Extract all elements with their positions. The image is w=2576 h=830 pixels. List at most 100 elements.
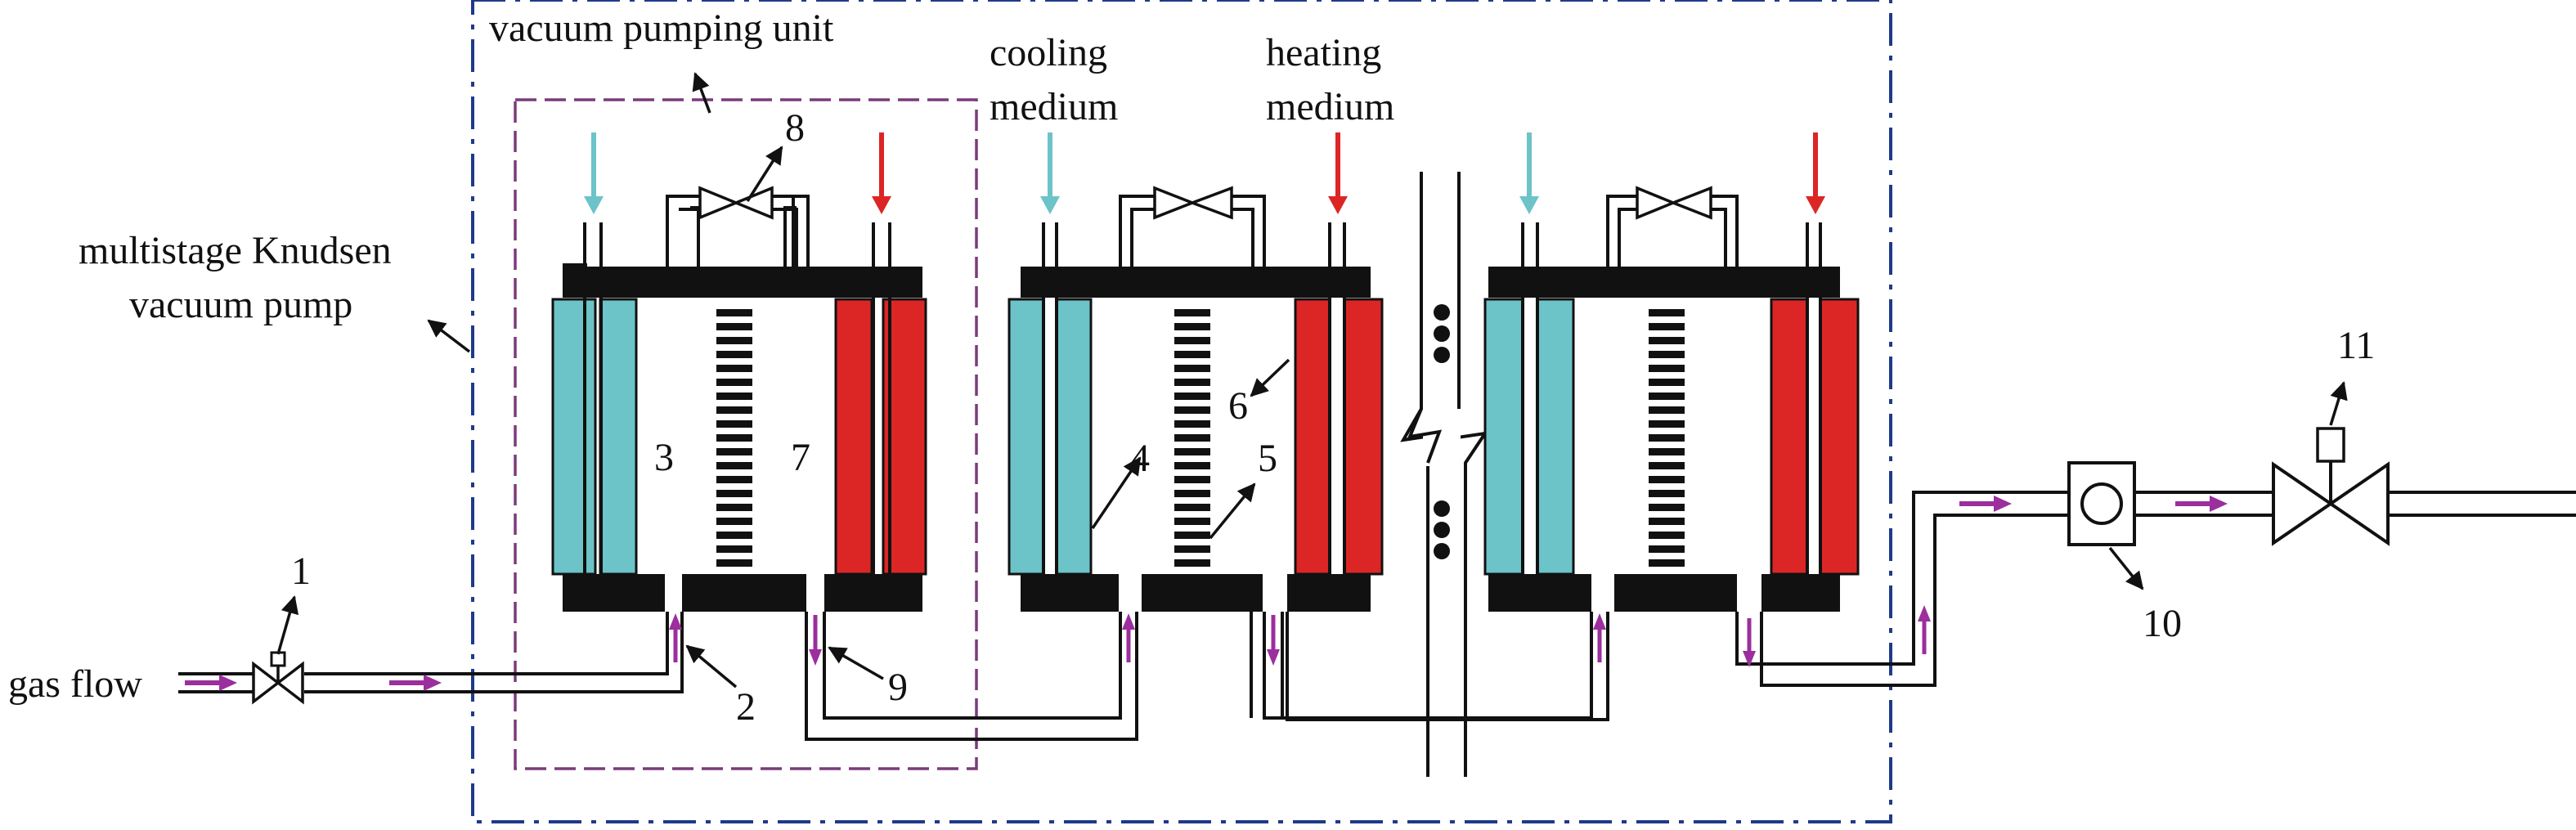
heating-jacket-outer <box>1343 298 1384 576</box>
membrane-stripe <box>716 504 752 511</box>
membrane-stripe <box>716 462 752 469</box>
top-plate <box>563 267 922 298</box>
membrane-stripe <box>1174 365 1210 372</box>
bypass-line <box>1119 195 1266 267</box>
membrane-stripe <box>1174 559 1210 567</box>
label-5: 5 <box>1258 437 1277 480</box>
outlet-valve-icon[interactable] <box>2272 427 2390 546</box>
heating-inflow-arrowhead <box>872 196 891 214</box>
bottom-plate-left <box>1488 574 1591 612</box>
cooling-jacket-inner <box>599 298 638 576</box>
membrane-stripe <box>1649 532 1685 539</box>
membrane-stripe <box>716 476 752 483</box>
membrane-stripe <box>1649 490 1685 497</box>
membrane-stripe <box>716 559 752 567</box>
membrane-stripe <box>1649 406 1685 414</box>
membrane-stripe <box>1649 393 1685 400</box>
flow-arrows <box>185 496 2228 691</box>
membrane-stripe <box>1174 545 1210 553</box>
membrane-stripe <box>1649 504 1685 511</box>
vacuum-pumping-unit-label: vacuum pumping unit <box>489 7 834 50</box>
bypass-valve-icon[interactable] <box>698 186 774 220</box>
top-plate <box>1021 267 1371 298</box>
heating-inflow-arrowhead <box>1328 196 1348 214</box>
cooling-medium-label: medium <box>990 85 1118 128</box>
membrane-stripe <box>716 406 752 414</box>
bottom-plate-left <box>563 574 665 612</box>
membrane-stripe <box>1649 351 1685 358</box>
membrane-stripe <box>1649 448 1685 455</box>
membrane-stripe <box>1174 504 1210 511</box>
bypass-line <box>1606 195 1739 267</box>
membrane-stripe <box>1174 351 1210 358</box>
membrane-stripe <box>1174 309 1210 316</box>
membrane-stripe <box>716 490 752 497</box>
cooling-medium-label: cooling <box>990 31 1107 74</box>
label-8: 8 <box>785 106 805 150</box>
label-2: 2 <box>736 685 756 729</box>
membrane-stripe <box>1174 476 1210 483</box>
membrane-stripe <box>1649 379 1685 386</box>
stage-1: 3 7 <box>551 132 927 612</box>
break-icon <box>1400 172 1489 777</box>
membrane-stripe <box>1174 532 1210 539</box>
vacuum-pumping-unit-frame <box>514 98 978 770</box>
membrane-stripe <box>1649 337 1685 344</box>
stage-2 <box>1008 132 1384 612</box>
bypass-line <box>666 195 797 267</box>
membrane-stripe <box>1649 476 1685 483</box>
bypass-valve-icon[interactable] <box>1636 186 1712 220</box>
cooling-inflow-arrowhead <box>1040 196 1060 214</box>
knudsen-pump-label: vacuum pump <box>129 283 352 326</box>
membrane-stripe <box>1174 490 1210 497</box>
membrane-stripe <box>1649 518 1685 525</box>
membrane-stripe <box>716 351 752 358</box>
bottom-plate-center <box>1614 574 1737 612</box>
membrane-stripe <box>716 393 752 400</box>
heating-jacket-inner <box>1294 298 1331 576</box>
gas-flow-label: gas flow <box>8 662 142 706</box>
membrane-stripe <box>1174 323 1210 330</box>
bottom-plate-right <box>1761 574 1840 612</box>
heating-jacket-inner <box>1770 298 1809 576</box>
membrane-stripe <box>716 323 752 330</box>
membrane-stripe <box>716 448 752 455</box>
multistage-pump-frame <box>471 0 1892 823</box>
inlet-valve-icon[interactable] <box>252 651 304 705</box>
cooling-inflow-arrowhead <box>1519 196 1539 214</box>
membrane-stripe <box>1174 448 1210 455</box>
bottom-plate-center <box>682 574 806 612</box>
membrane-stripe <box>716 337 752 344</box>
membrane-stripe <box>716 434 752 442</box>
leader-lines <box>276 72 2348 689</box>
heating-medium-label: medium <box>1266 85 1394 128</box>
membrane-stripe <box>1174 379 1210 386</box>
stage-n <box>1483 132 1860 612</box>
thermal-transpiration-membrane <box>716 309 752 567</box>
knudsen-pump-label: multistage Knudsen <box>79 229 392 272</box>
label-1: 1 <box>291 550 311 593</box>
ellipsis-icon <box>1434 304 1450 559</box>
top-plate <box>1488 267 1840 298</box>
membrane-stripe <box>1174 337 1210 344</box>
cooling-jacket-outer <box>1483 298 1524 576</box>
cooling-jacket-inner <box>1536 298 1575 576</box>
membrane-stripe <box>1649 323 1685 330</box>
membrane-stripe <box>1649 365 1685 372</box>
thermal-transpiration-membrane <box>1174 309 1210 567</box>
label-3: 3 <box>654 436 674 479</box>
cooling-jacket-outer <box>551 298 597 576</box>
label-10: 10 <box>2143 602 2182 645</box>
heating-jacket-inner <box>834 298 873 576</box>
vacuum-gauge-icon[interactable] <box>2067 461 2136 546</box>
membrane-stripe <box>1174 434 1210 442</box>
membrane-stripe <box>1174 393 1210 400</box>
heating-inflow-arrowhead <box>1806 196 1825 214</box>
bypass-valve-icon[interactable] <box>1153 186 1233 220</box>
membrane-stripe <box>716 309 752 316</box>
bottom-plate-center <box>1142 574 1263 612</box>
membrane-stripe <box>1174 462 1210 469</box>
membrane-stripe <box>1174 406 1210 414</box>
gas-piping <box>178 491 2576 741</box>
